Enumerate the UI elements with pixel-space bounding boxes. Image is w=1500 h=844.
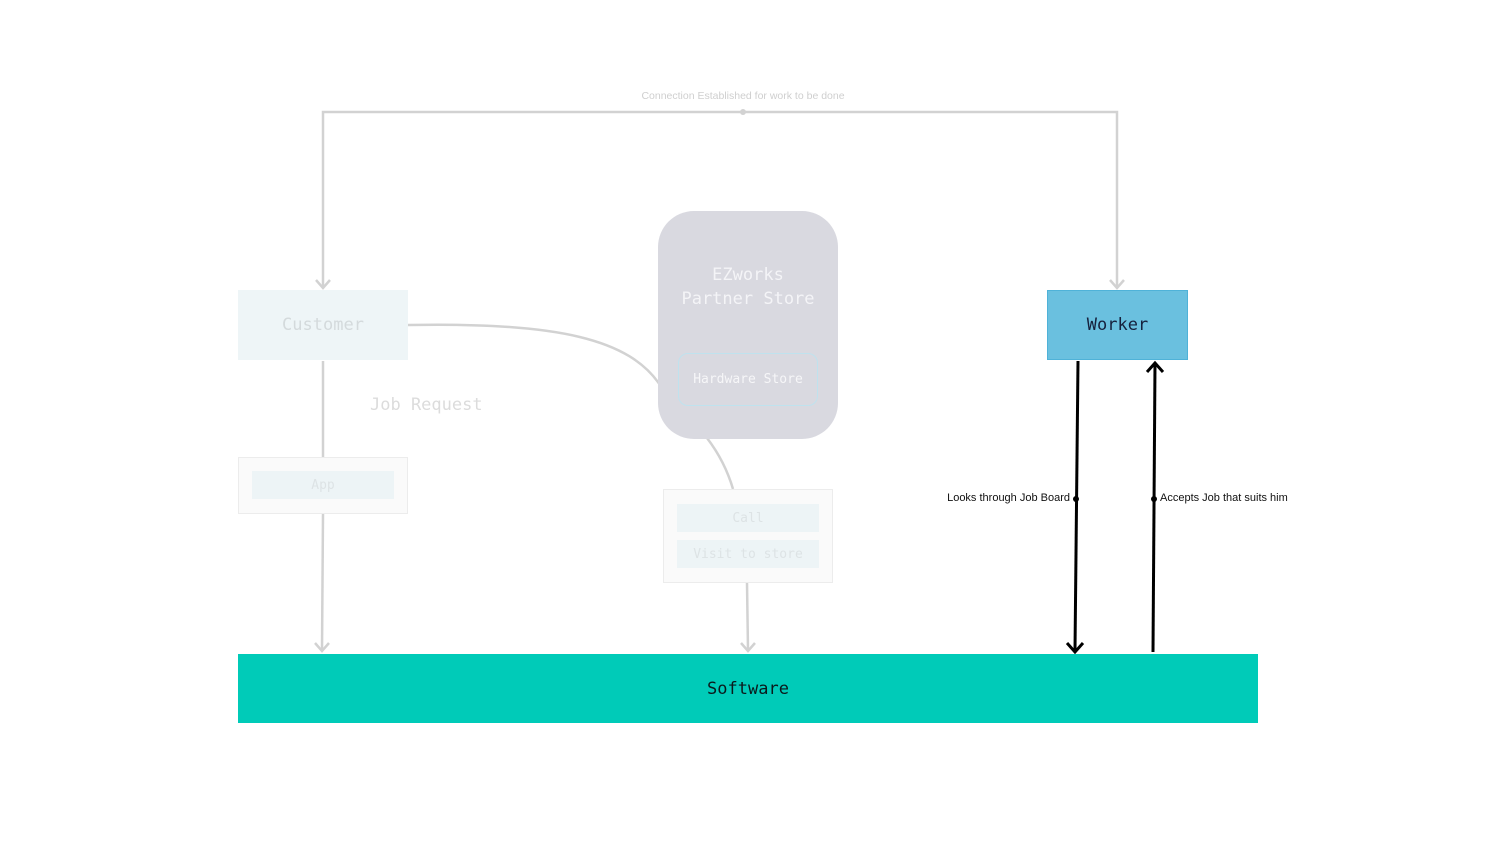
looks-arrow-line (1073, 360, 1080, 651)
app-software-arrowhead (314, 642, 330, 653)
looks-through-label: Looks through Job Board (947, 492, 1070, 504)
call-software-arrowhead (740, 642, 756, 653)
worker-arrowhead (1109, 279, 1125, 290)
accepts-arrow-line (1151, 362, 1157, 653)
connection-line (321, 110, 1119, 288)
looks-arrowhead (1065, 642, 1085, 655)
customer-store-curve (407, 323, 662, 386)
app-software-line (320, 513, 325, 651)
connection-midpoint (740, 109, 746, 115)
visit-store-node: Visit to store (677, 540, 819, 568)
hardware-store-node: Hardware Store (678, 353, 818, 406)
accepts-dot (1151, 496, 1157, 502)
accepts-job-label: Accepts Job that suits him (1160, 492, 1288, 504)
customer-node: Customer (238, 290, 408, 360)
partner-store-title: EZworks Partner Store (658, 263, 838, 311)
partner-store-title-line1: EZworks (712, 265, 784, 285)
app-node: App (252, 471, 394, 499)
looks-dot (1073, 496, 1079, 502)
partner-store-title-line2: Partner Store (681, 289, 815, 309)
call-software-line (745, 582, 750, 651)
call-node: Call (677, 504, 819, 532)
software-node: Software (238, 654, 1258, 723)
store-call-curve (706, 437, 735, 490)
customer-arrowhead (315, 279, 331, 290)
connection-label: Connection Established for work to be do… (641, 90, 845, 102)
job-request-label: Job Request (370, 395, 483, 415)
accepts-arrowhead (1145, 360, 1165, 373)
worker-node: Worker (1047, 290, 1188, 360)
